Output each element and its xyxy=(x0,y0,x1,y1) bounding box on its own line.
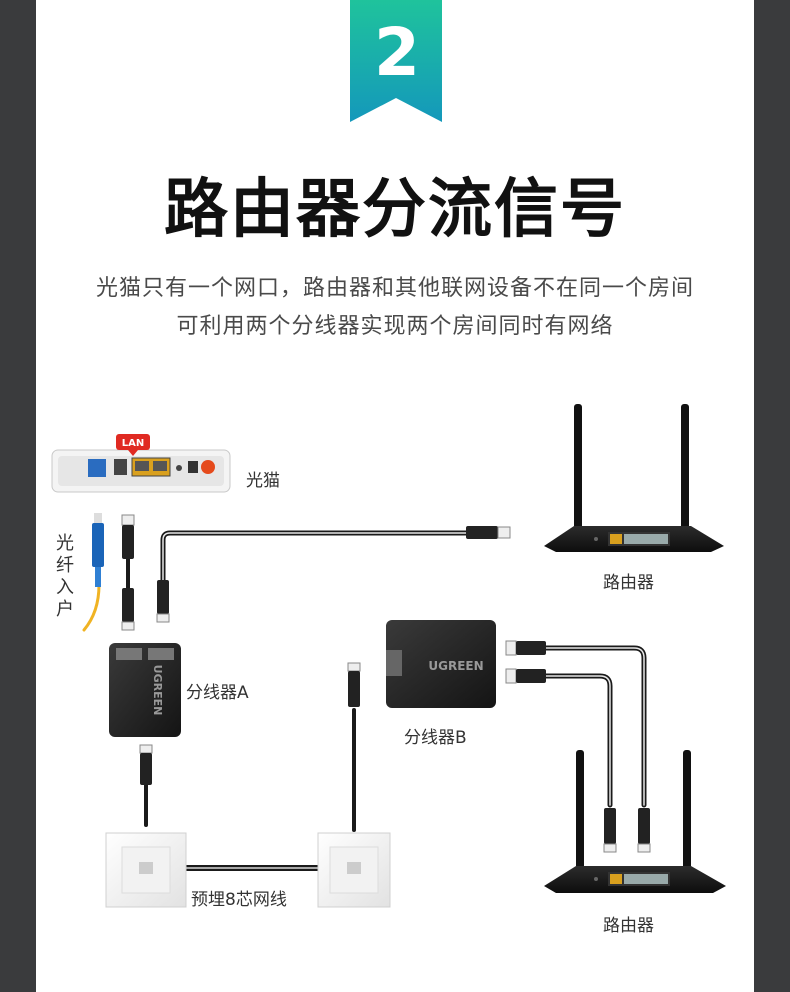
router-bottom xyxy=(544,750,726,893)
modem-device: LAN xyxy=(51,434,231,493)
splitter-a: UGREEN xyxy=(109,643,181,737)
wall-plate-2 xyxy=(317,832,391,908)
step-number: 2 xyxy=(374,14,420,91)
description-line-1: 光猫只有一个网口，路由器和其他联网设备不在同一个房间 xyxy=(95,276,694,301)
modem-power-button xyxy=(201,460,215,474)
label-fiber-in: 光纤入户 xyxy=(56,533,74,620)
lan-tag-text: LAN xyxy=(122,438,144,449)
splitter-b-brand: UGREEN xyxy=(428,659,483,673)
content-panel: 2 路由器分流信号 光猫只有一个网口，路由器和其他联网设备不在同一个房间 可利用… xyxy=(36,0,754,992)
label-cable: 预埋8芯网线 xyxy=(191,890,287,910)
cables xyxy=(82,526,647,871)
wall-plate-1 xyxy=(105,832,187,908)
fiber-connector xyxy=(92,513,104,587)
rj45-plugs xyxy=(121,514,651,853)
router-top xyxy=(544,404,724,552)
modem-pon-port xyxy=(88,459,106,477)
label-splitter-a: 分线器A xyxy=(186,683,249,703)
network-diagram: LAN xyxy=(51,404,726,908)
badge-ribbon-shape xyxy=(350,0,442,122)
label-router-top: 路由器 xyxy=(603,573,654,593)
splitter-b: UGREEN xyxy=(386,620,496,708)
label-splitter-b: 分线器B xyxy=(404,728,467,748)
page-title: 路由器分流信号 xyxy=(164,173,626,247)
label-router-bottom: 路由器 xyxy=(603,916,654,936)
step-badge: 2 xyxy=(350,0,442,122)
label-modem: 光猫 xyxy=(246,471,280,491)
splitter-a-brand: UGREEN xyxy=(151,665,164,716)
lan-tag xyxy=(116,434,150,450)
description-line-2: 可利用两个分线器实现两个房间同时有网络 xyxy=(176,314,614,339)
